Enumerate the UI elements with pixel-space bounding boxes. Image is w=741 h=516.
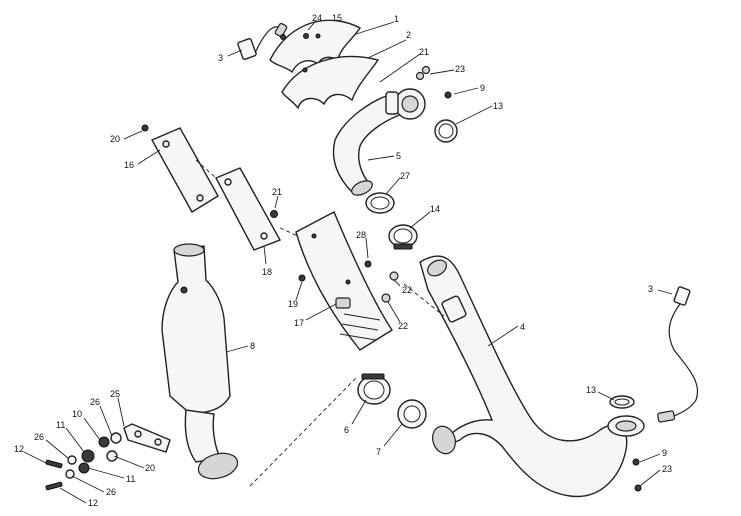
callout-4: 4 <box>520 322 525 332</box>
rear-header-pipe <box>332 88 426 196</box>
mount-hardware <box>45 432 122 491</box>
callout-28: 28 <box>356 230 366 240</box>
callout-20-lower: 20 <box>145 463 155 473</box>
callout-14: 14 <box>430 204 440 214</box>
clamp-14 <box>388 224 418 250</box>
callout-12-upper: 12 <box>14 444 24 454</box>
callout-23-upper: 23 <box>455 64 465 74</box>
callout-26-lower: 26 <box>106 487 116 497</box>
fasteners <box>141 33 642 492</box>
callout-18: 18 <box>262 267 272 277</box>
callout-9-lower: 9 <box>662 448 667 458</box>
catalytic-converter <box>161 243 239 480</box>
front-header-pipe <box>419 255 645 498</box>
oxygen-sensor-upper <box>237 22 288 60</box>
heat-shield-18 <box>215 167 282 251</box>
callout-6: 6 <box>344 425 349 435</box>
callout-15: 15 <box>332 13 342 23</box>
callout-21-lower: 21 <box>272 187 282 197</box>
callout-11-lower: 11 <box>126 474 135 484</box>
callout-9-upper: 9 <box>480 83 485 93</box>
callout-10: 10 <box>72 409 82 419</box>
callout-labels: 24 15 1 2 3 21 23 9 13 20 16 5 27 21 18 … <box>14 13 672 508</box>
callout-3-lower: 3 <box>648 284 653 294</box>
callout-3-upper: 3 <box>218 53 223 63</box>
gasket-lower <box>609 395 635 409</box>
sleeve-7 <box>397 399 427 429</box>
assembly-lines <box>195 159 445 487</box>
callout-21-upper: 21 <box>419 47 429 57</box>
mount-bracket <box>123 423 171 453</box>
callout-24: 24 <box>312 13 322 23</box>
heat-shield-upper <box>269 19 380 110</box>
callout-8: 8 <box>250 341 255 351</box>
callout-1: 1 <box>394 14 399 24</box>
heat-shield-17 <box>295 211 393 351</box>
callout-26-upper: 26 <box>90 397 100 407</box>
clamp-6 <box>357 373 391 405</box>
callout-23-lower: 23 <box>662 464 672 474</box>
callout-17: 17 <box>294 318 304 328</box>
gasket-upper <box>434 119 458 143</box>
callout-7: 7 <box>376 447 381 457</box>
callout-13-upper: 13 <box>493 101 503 111</box>
callout-20-upper: 20 <box>110 134 120 144</box>
heat-shield-16 <box>151 127 219 213</box>
callout-2: 2 <box>406 30 411 40</box>
callout-5: 5 <box>396 151 401 161</box>
callout-19: 19 <box>288 299 298 309</box>
callout-27: 27 <box>400 171 410 181</box>
leader-lines <box>23 21 673 504</box>
callout-12-lower: 12 <box>88 498 98 508</box>
callout-16: 16 <box>124 160 134 170</box>
callout-22-upper: 22 <box>402 285 412 295</box>
callout-25: 25 <box>110 389 120 399</box>
seal-ring-27 <box>365 192 395 214</box>
callout-13-lower: 13 <box>586 385 596 395</box>
callout-22-lower: 22 <box>398 321 408 331</box>
callout-11-upper: 11 <box>56 420 65 430</box>
callout-26-left: 26 <box>34 432 44 442</box>
oxygen-sensor-lower <box>657 286 699 423</box>
